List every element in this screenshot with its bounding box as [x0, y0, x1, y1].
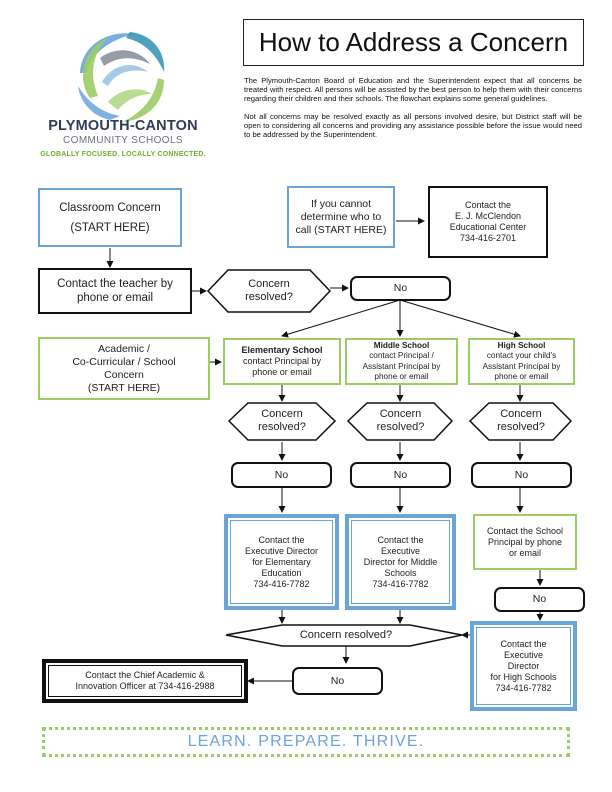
- intro-paragraph-1: The Plymouth-Canton Board of Education a…: [244, 76, 582, 103]
- unsure-start: If you cannot determine who to call (STA…: [287, 186, 395, 248]
- chief-academic-officer-contact: Contact the Chief Academic & Innovation …: [42, 659, 248, 703]
- ejm-line-2: E. J. McClendon: [454, 211, 522, 221]
- logo-name-line2: COMMUNITY SCHOOLS: [63, 135, 183, 146]
- unsure-line-3: call (START HERE): [295, 223, 387, 236]
- ejm-phone: 734-416-2701: [459, 233, 517, 243]
- contact-teacher: Contact the teacher by phone or email: [38, 268, 192, 314]
- exec-high-line-3: Director: [507, 660, 540, 671]
- no-high: No: [471, 462, 572, 488]
- decision-hex-wide: [225, 624, 463, 647]
- exec-mid-line-2: Executive: [380, 545, 421, 556]
- academic-line-4: (START HERE): [87, 381, 161, 394]
- high-line-1: contact your child's: [486, 351, 557, 360]
- district-logo: [78, 32, 165, 122]
- exec-high-line-1: Contact the: [500, 638, 547, 649]
- unsure-line-1: If you cannot: [310, 197, 372, 210]
- unsure-line-2: determine who to: [300, 210, 382, 223]
- teacher-line-1: Contact the teacher by: [57, 278, 173, 290]
- resolved-line-1: Concern: [500, 408, 542, 420]
- wide-resolved-label: Concern resolved?: [299, 629, 393, 641]
- decision-hex-middle: [346, 402, 454, 441]
- resolved-line-2: resolved?: [376, 421, 425, 433]
- no-main: No: [350, 276, 451, 301]
- high-heading: High School: [497, 340, 546, 350]
- ejm-line-3: Educational Center: [449, 222, 527, 232]
- ejm-line-1: Contact the: [464, 200, 512, 210]
- logo-name-line1: PLYMOUTH-CANTON: [48, 118, 198, 134]
- high-line-2: Assistant Principal by: [482, 361, 561, 371]
- teacher-line-2: phone or email: [76, 292, 154, 304]
- exec-mid-line-4: Schools: [384, 567, 417, 578]
- classroom-concern-start: Classroom Concern (START HERE): [38, 188, 182, 247]
- exec-mid-phone: 734-416-7782: [372, 578, 429, 589]
- decision-hex-elementary: [227, 402, 337, 441]
- arrow-no-to-elementary: [281, 299, 401, 338]
- elementary-heading: Elementary School: [241, 345, 323, 355]
- ejm-center-contact: Contact the E. J. McClendon Educational …: [428, 186, 548, 258]
- elementary-principal-box: Elementary School contact Principal by p…: [223, 338, 341, 385]
- exec-elem-line-2: Executive Director: [244, 545, 319, 556]
- academic-line-2: Co-Curricular / School: [72, 355, 176, 368]
- resolved-line-2: resolved?: [245, 291, 293, 303]
- arrow-no-to-high: [399, 299, 521, 338]
- high-line-3: phone or email: [494, 372, 549, 381]
- exec-elem-line-1: Contact the: [258, 534, 305, 545]
- hs-principal-line-2: Principal by phone: [487, 536, 563, 547]
- exec-high-line-2: Executive: [503, 649, 544, 660]
- chief-line-1: Contact the Chief Academic &: [85, 670, 205, 680]
- hs-principal-line-3: or email: [508, 547, 541, 558]
- exec-director-high: Contact the Executive Director for High …: [470, 621, 577, 711]
- hs-principal-line-1: Contact the School: [486, 525, 564, 536]
- chief-line-2: Innovation Officer at 734-416-2988: [75, 681, 215, 691]
- exec-elem-line-3: for Elementary: [252, 556, 311, 567]
- resolved-line-1: Concern: [248, 278, 290, 290]
- resolved-line-2: resolved?: [497, 421, 545, 433]
- intro-text: The Plymouth-Canton Board of Education a…: [244, 76, 582, 148]
- exec-director-middle: Contact the Executive Director for Middl…: [345, 514, 456, 610]
- exec-elem-phone: 734-416-7782: [253, 578, 310, 589]
- exec-elem-line-4: Education: [261, 567, 302, 578]
- middle-line-1: contact Principal /: [369, 351, 434, 360]
- high-ap-box: High School contact your child's Assista…: [468, 338, 575, 385]
- classroom-start-label: (START HERE): [70, 221, 150, 234]
- page-title: How to Address a Concern: [243, 19, 584, 66]
- resolved-line-1: Concern: [261, 408, 303, 420]
- classroom-concern-label: Classroom Concern: [59, 201, 161, 214]
- academic-concern-start: Academic / Co-Curricular / School Concer…: [38, 337, 210, 400]
- exec-high-line-4: for High Schools: [490, 671, 557, 682]
- decision-hex-teacher: [206, 269, 332, 313]
- high-resolved-label: Concern resolved?: [489, 404, 553, 438]
- elementary-line-2: phone or email: [252, 367, 312, 377]
- no-elementary: No: [231, 462, 332, 488]
- exec-high-phone: 734-416-7782: [495, 682, 552, 693]
- no-middle: No: [350, 462, 451, 488]
- exec-director-elementary: Contact the Executive Director for Eleme…: [224, 514, 339, 610]
- logo-globe-icon: [78, 32, 165, 122]
- middle-line-3: phone or email: [374, 372, 429, 381]
- elem-resolved-label: Concern resolved?: [248, 404, 316, 438]
- mid-resolved-label: Concern resolved?: [367, 404, 434, 438]
- resolved-line-1: Concern: [379, 408, 422, 420]
- decision-hex-high: [468, 402, 573, 441]
- intro-paragraph-2: Not all concerns may be resolved exactly…: [244, 112, 582, 139]
- no-hs-principal: No: [494, 587, 585, 612]
- middle-heading: Middle School: [373, 340, 430, 350]
- exec-mid-line-1: Contact the: [377, 534, 424, 545]
- no-final: No: [292, 667, 383, 695]
- logo-tagline: GLOBALLY FOCUSED. LOCALLY CONNECTED.: [40, 151, 206, 158]
- exec-mid-line-3: Director for Middle: [363, 556, 438, 567]
- academic-line-1: Academic /: [98, 342, 150, 355]
- middle-principal-box: Middle School contact Principal / Assist…: [345, 338, 458, 385]
- resolved-line-2: resolved?: [258, 421, 306, 433]
- elementary-line-1: contact Principal by: [242, 356, 322, 366]
- academic-line-3: Concern: [104, 368, 144, 381]
- footer-slogan: LEARN. PREPARE. THRIVE.: [42, 727, 570, 757]
- teacher-resolved-label: Concern resolved?: [228, 272, 310, 310]
- hs-principal-box: Contact the School Principal by phone or…: [473, 514, 577, 570]
- middle-line-2: Assistant Principal by: [362, 361, 441, 371]
